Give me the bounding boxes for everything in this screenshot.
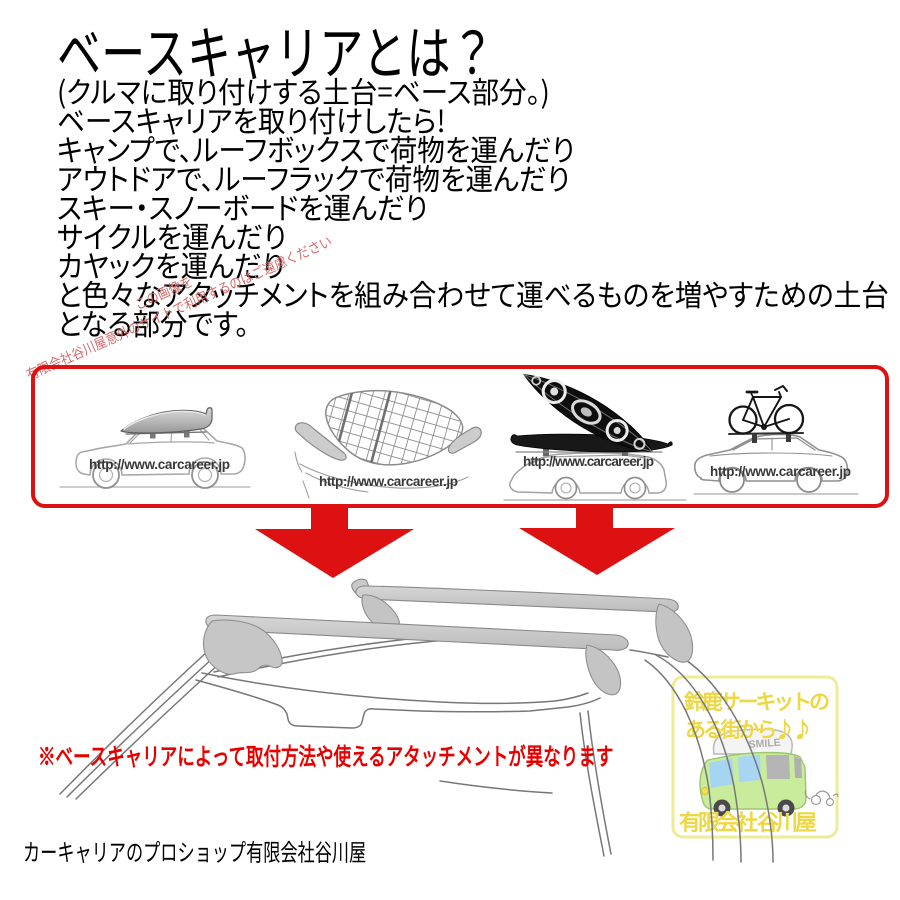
intro-line: サイクルを運んだり xyxy=(57,213,287,257)
front-crossbar xyxy=(203,614,629,696)
intro-line: キャンプで、ルーフボックスで荷物を運んだり xyxy=(57,126,575,170)
rear-crossbar xyxy=(351,578,694,663)
intro-line: スキー・スノーボードを運んだり xyxy=(57,184,428,228)
illustration-base-carrier-roof xyxy=(59,578,774,863)
intro-line: (クルマに取り付けする土台=ベース部分。) xyxy=(57,68,550,112)
down-arrow-left xyxy=(255,508,414,578)
intro-line: ベースキャリアを取り付けしたら! xyxy=(57,97,446,141)
attachment-gallery-frame xyxy=(31,365,889,508)
van-roofbox-text: SMILE xyxy=(748,737,781,751)
page-title: ベースキャリアとは？ xyxy=(57,7,495,91)
down-arrow-right xyxy=(519,508,675,575)
shop-logo: SMILE 鈴鹿サーキットの ある街から♪♪ 有限会社 谷川屋 xyxy=(671,675,839,839)
intro-text: (クルマに取り付けする土台=ベース部分。)ベースキャリアを取り付けしたら!キャン… xyxy=(57,68,889,344)
note-text: ※ベースキャリアによって取付方法や使えるアタッチメントが異なります xyxy=(38,737,614,772)
intro-line: となる部分です。 xyxy=(57,300,250,344)
shop-logo-frame xyxy=(671,675,839,839)
intro-line: アウトドアで、ルーフラックで荷物を運んだり xyxy=(57,155,570,199)
shop-logo-van: SMILE xyxy=(699,728,839,817)
intro-line: カヤックを運んだり xyxy=(57,242,285,286)
intro-line: と色々なアタッチメントを組み合わせて運べるものを増やすための土台 xyxy=(57,271,889,315)
down-arrows xyxy=(255,508,675,578)
shop-logo-line2: ある街から♪♪ xyxy=(685,714,813,744)
footer-text: カーキャリアのプロショップ有限会社谷川屋 xyxy=(23,833,367,868)
shop-logo-line3: 有限会社 谷川屋 xyxy=(679,805,817,837)
shop-logo-line1: 鈴鹿サーキットの xyxy=(683,686,830,716)
